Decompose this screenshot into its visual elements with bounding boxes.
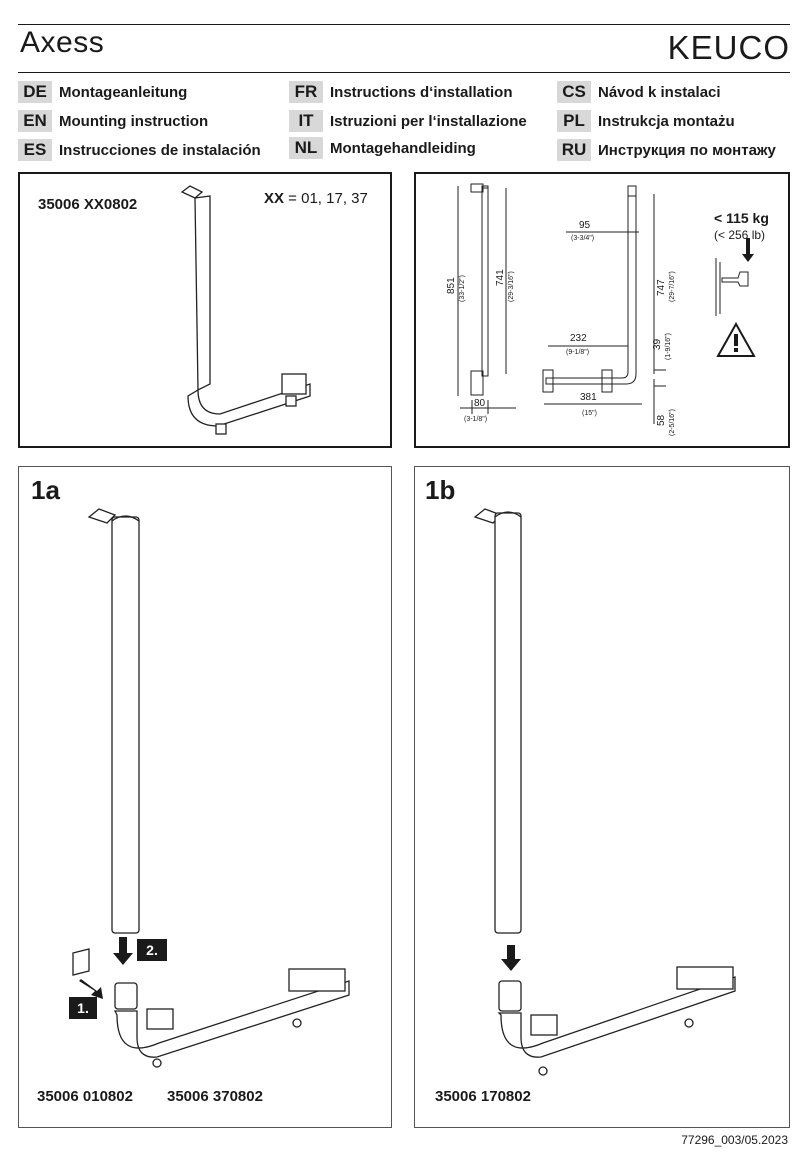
top-rule xyxy=(18,24,790,25)
lang-label: Instrukcja montażu xyxy=(598,112,735,130)
step-1a-drawing xyxy=(72,508,350,1068)
dim-381: 381 xyxy=(580,392,597,403)
step-1b-label: 1b xyxy=(425,475,456,505)
dimensions-panel: 851 (33-1/2") 741 (29-3/16") 80 (3-1/8")… xyxy=(414,172,790,448)
lang-ru: RU Инструкция по монтажу xyxy=(557,139,776,161)
dim-747: 747 xyxy=(656,279,667,296)
dim-232-inch: (9-1/8") xyxy=(566,349,589,356)
article-number-1: 35006 010802 xyxy=(37,1088,133,1105)
lang-code: CS xyxy=(557,81,591,103)
dim-80-inch: (3-1/8") xyxy=(464,416,487,423)
lang-fr: FR Instructions d‘installation xyxy=(289,81,513,103)
document-title: Axess xyxy=(20,26,105,59)
document-id: 77296_003/05.2023 xyxy=(681,1133,788,1147)
dim-747-inch: (29-7/16") xyxy=(669,271,676,302)
variant-note: XX = 01, 17, 37 xyxy=(264,190,368,207)
dimension-drawing: 851 (33-1/2") 741 (29-3/16") 80 (3-1/8")… xyxy=(446,183,756,436)
variant-values: = 01, 17, 37 xyxy=(284,190,368,207)
max-load: < 115 kg xyxy=(714,210,769,226)
article-number-2: 35006 370802 xyxy=(167,1088,263,1105)
lang-label: Instructions d‘installation xyxy=(330,83,513,101)
header-rule xyxy=(18,72,790,73)
dim-232: 232 xyxy=(570,333,587,344)
lang-label: Návod k instalaci xyxy=(598,83,721,101)
lang-code: RU xyxy=(557,139,591,161)
product-panel: 35006 XX0802 XX = 01, 17, 37 xyxy=(18,172,392,448)
lang-code: PL xyxy=(557,110,591,132)
lang-en: EN Mounting instruction xyxy=(18,110,208,132)
lang-code: EN xyxy=(18,110,52,132)
lang-pl: PL Instrukcja montażu xyxy=(557,110,735,132)
lang-code: NL xyxy=(289,137,323,159)
lang-label: Инструкция по монтажу xyxy=(598,141,776,159)
lang-label: Montagehandleiding xyxy=(330,139,476,157)
dim-58: 58 xyxy=(656,414,667,426)
dim-741: 741 xyxy=(495,269,506,286)
lang-es: ES Instrucciones de instalación xyxy=(18,139,261,161)
lang-cs: CS Návod k instalaci xyxy=(557,81,721,103)
lang-code: FR xyxy=(289,81,323,103)
lang-label: Mounting instruction xyxy=(59,112,209,130)
lang-nl: NL Montagehandleiding xyxy=(289,137,476,159)
lang-de: DE Montageanleitung xyxy=(18,81,187,103)
lang-code: ES xyxy=(18,139,52,161)
article-number: 35006 XX0802 xyxy=(38,196,138,213)
dim-381-inch: (15") xyxy=(582,410,597,417)
dim-80: 80 xyxy=(474,398,486,409)
lang-code: DE xyxy=(18,81,52,103)
max-load-lb: (< 256 lb) xyxy=(714,228,766,242)
grab-bar-overview-drawing xyxy=(180,185,311,435)
lang-code: IT xyxy=(289,110,323,132)
dim-95: 95 xyxy=(579,220,591,231)
dim-851-inch: (33-1/2") xyxy=(459,275,466,302)
step-1b-drawing xyxy=(473,508,736,1076)
lang-it: IT Istruzioni per l‘installazione xyxy=(289,110,527,132)
step-2-badge: 2. xyxy=(137,939,167,961)
step-1b-panel: 1b 35006 170802 xyxy=(414,466,790,1128)
dim-39: 39 xyxy=(652,338,663,350)
lang-label: Istruzioni per l‘installazione xyxy=(330,112,527,130)
dim-58-inch: (2-5/16") xyxy=(669,409,676,436)
dim-851: 851 xyxy=(446,277,457,294)
dim-95-inch: (3-3/4") xyxy=(571,235,594,242)
step-1a-panel: 1a 2. 1. 35006 010802 35006 370802 xyxy=(18,466,392,1128)
lang-label: Instrucciones de instalación xyxy=(59,141,261,159)
dim-39-inch: (1-9/16") xyxy=(665,333,672,360)
variant-key: XX xyxy=(264,190,285,207)
article-number-3: 35006 170802 xyxy=(435,1088,531,1105)
dim-741-inch: (29-3/16") xyxy=(508,271,515,302)
lang-label: Montageanleitung xyxy=(59,83,188,101)
step-1a-label: 1a xyxy=(31,475,60,505)
step-1-badge: 1. xyxy=(69,997,97,1019)
brand-logo: KEUCO xyxy=(667,29,790,66)
